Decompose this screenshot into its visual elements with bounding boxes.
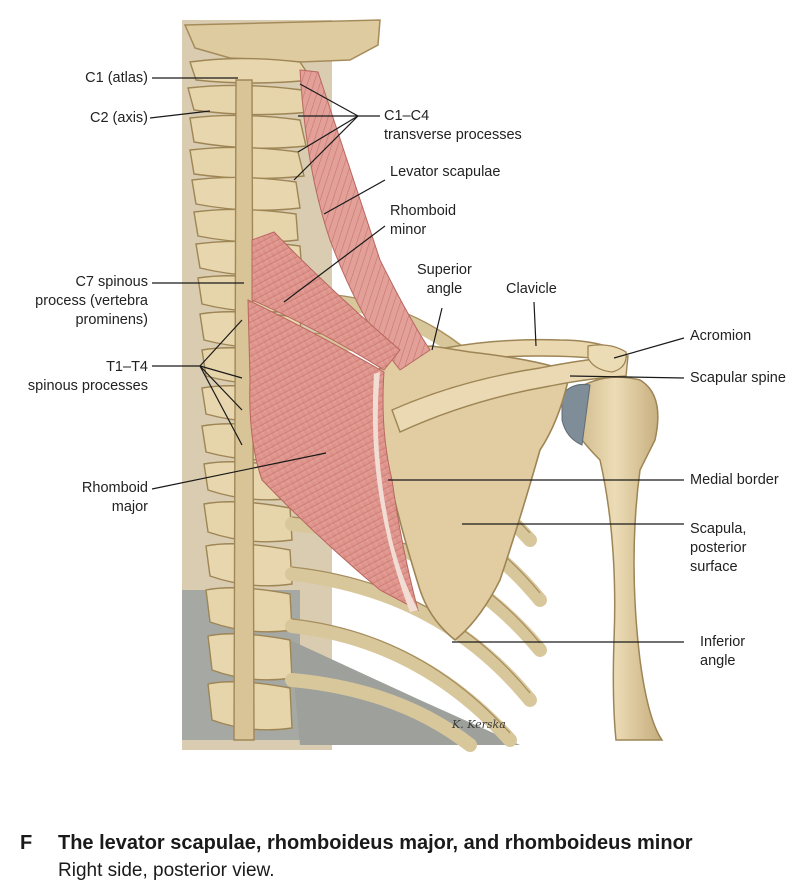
label-c1-atlas: C1 (atlas) — [85, 70, 148, 86]
illustrator-signature: K. Kerska — [451, 718, 506, 731]
label-scapular-spine: Scapular spine — [690, 370, 786, 386]
label-c2-axis: C2 (axis) — [89, 110, 148, 126]
caption-title: The levator scapulae, rhomboideus major,… — [58, 832, 693, 854]
label-inferior-angle: Inferior angle — [700, 634, 746, 669]
label-rhomboid-major: Rhomboid major — [81, 480, 148, 515]
label-levator-scapulae: Levator scapulae — [390, 164, 501, 180]
label-medial-border: Medial border — [690, 472, 779, 488]
rhomboid-minor-muscle — [251, 231, 401, 371]
label-rhomboid-minor: Rhomboid minor — [390, 203, 457, 238]
leader-lines — [149, 77, 685, 643]
label-t1-t4-spinous-processes: T1–T4 spinous processes — [27, 359, 148, 394]
anatomy-illustration: K. Kerska — [27, 19, 786, 752]
label-c1-c4-transverse-processes: C1–C4 transverse processes — [384, 108, 522, 143]
humerus — [561, 376, 664, 741]
levator-scapulae-muscle — [299, 69, 431, 371]
label-acromion: Acromion — [690, 328, 752, 344]
scapula — [378, 344, 629, 642]
label-c7-spinous-process: C7 spinous process (vertebra prominens) — [35, 274, 148, 328]
illustration-svg: K. Kerska — [149, 19, 685, 752]
label-superior-angle: Superior angle — [417, 262, 472, 297]
label-clavicle: Clavicle — [506, 281, 557, 297]
skull-base — [183, 19, 381, 63]
figure-letter: F — [20, 832, 33, 854]
caption-subtitle: Right side, posterior view. — [58, 860, 275, 881]
label-scapula-posterior-surface: Scapula, posterior surface — [690, 521, 747, 575]
rhomboid-tendon — [372, 372, 418, 612]
